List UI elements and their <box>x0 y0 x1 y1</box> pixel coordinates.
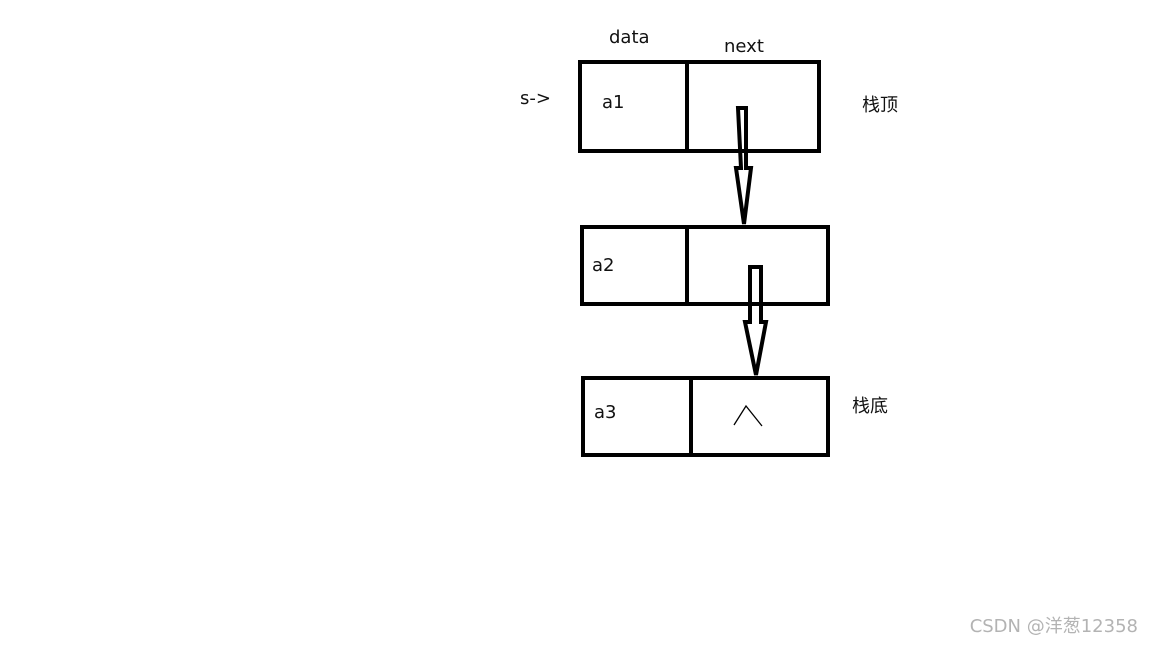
node-a3-data: a3 <box>594 402 617 423</box>
null-pointer-mark <box>733 404 763 427</box>
node-a1-box <box>578 60 821 153</box>
pointer-label: s-> <box>520 88 551 109</box>
arrow-a2-to-a3 <box>742 265 769 376</box>
node-a2 <box>580 225 830 306</box>
node-a3-box <box>581 376 830 457</box>
node-a2-data: a2 <box>592 255 615 276</box>
data-column-header: data <box>609 27 650 48</box>
node-a2-box <box>580 225 830 306</box>
node-a1 <box>578 60 821 153</box>
next-column-header: next <box>724 36 764 57</box>
node-a3 <box>581 376 830 457</box>
node-a1-data: a1 <box>602 92 625 113</box>
arrow-a1-to-a2 <box>733 106 754 225</box>
stack-bottom-label: 栈底 <box>852 396 888 417</box>
csdn-watermark: CSDN @洋葱12358 <box>969 616 1138 637</box>
stack-top-label: 栈顶 <box>862 95 898 116</box>
